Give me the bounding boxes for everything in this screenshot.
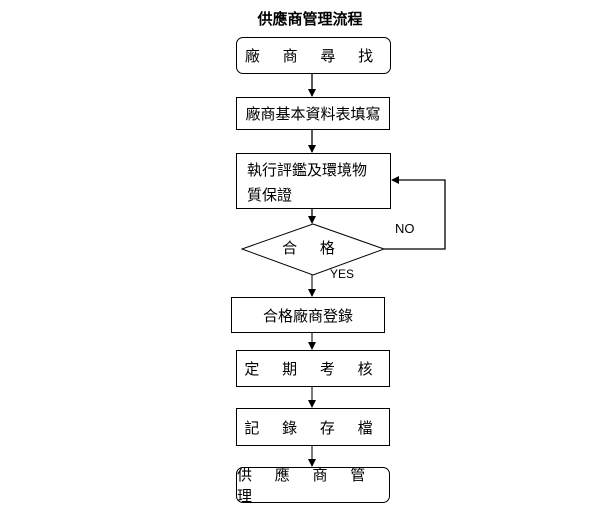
- step-evaluation-text: 執行評鑑及環境物質保證: [247, 161, 368, 204]
- decision-diamond: [240, 223, 386, 276]
- step-vendor-basic-data-form: 廠商基本資料表填寫: [236, 97, 390, 130]
- yes-label: YES: [330, 267, 355, 281]
- step-qualified-vendor-registration: 合格廠商登錄: [231, 297, 385, 333]
- step-vendor-search: 廠 商 尋 找: [236, 37, 391, 74]
- step-supplier-management: 供 應 商 管 理: [236, 466, 390, 505]
- diagram-title: 供應商管理流程: [257, 10, 363, 28]
- step-periodic-review: 定 期 考 核: [236, 350, 390, 387]
- no-label: NO: [395, 221, 415, 236]
- arrow-no-loop: [384, 176, 446, 250]
- decision-qualified-label: 合 格: [282, 239, 344, 257]
- step-record-archive: 記 錄 存 檔: [236, 408, 390, 446]
- step-evaluation-and-env-assurance: 執行評鑑及環境物質保證: [236, 153, 391, 209]
